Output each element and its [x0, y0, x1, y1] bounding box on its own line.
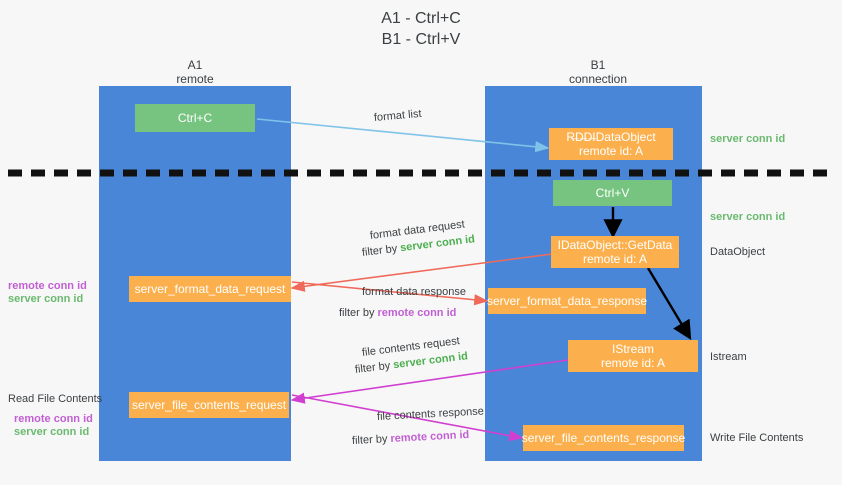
box-ctrl-c[interactable]: Ctrl+C: [135, 104, 255, 132]
right-label-write-file-contents: Write File Contents: [710, 432, 804, 444]
box-idataobject-top-line1: R̶D̶D̶IDataObject: [566, 130, 656, 144]
annotation-filter-file-contents-response: filter by remote conn id: [352, 428, 470, 448]
box-idataobject-getdata[interactable]: IDataObject::GetData remote id: A: [551, 236, 679, 268]
annotation-file-contents-response: file contents response: [376, 405, 485, 423]
right-label-server-conn-id-mid: server conn id: [710, 211, 786, 223]
lane-header-a1-sub: remote: [176, 72, 214, 86]
title-line-2: B1 - Ctrl+V: [381, 31, 461, 48]
left-label-server-conn-id-2: server conn id: [14, 426, 90, 438]
remote-conn-id-2: remote conn id: [390, 428, 470, 445]
filter-prefix-3: filter by: [354, 359, 394, 376]
box-istream[interactable]: IStream remote id: A: [568, 340, 698, 372]
title-line-1: A1 - Ctrl+C: [381, 10, 461, 27]
box-server-format-data-response[interactable]: server_format_data_response: [487, 288, 647, 314]
filter-prefix-2: filter by: [339, 307, 378, 319]
lane-header-a1-name: A1: [187, 58, 203, 72]
right-label-dataobject: DataObject: [710, 246, 766, 258]
remote-conn-id-1: remote conn id: [377, 307, 457, 319]
box-getdata-line1: IDataObject::GetData: [557, 238, 673, 252]
left-label-remote-conn-id-1: remote conn id: [8, 280, 87, 292]
box-idataobject-top-line2: remote id: A: [578, 144, 644, 158]
left-label-remote-conn-id-2: remote conn id: [14, 413, 93, 425]
box-server-format-data-request[interactable]: server_format_data_request: [129, 276, 291, 302]
right-label-server-conn-id-top: server conn id: [710, 133, 786, 145]
lane-header-b1-name: B1: [590, 58, 606, 72]
annotation-filter-format-data-response: filter by remote conn id: [339, 306, 456, 320]
filter-prefix-1: filter by: [361, 242, 401, 259]
box-idataobject-top[interactable]: R̶D̶D̶IDataObject remote id: A: [549, 128, 673, 160]
page-title: A1 - Ctrl+C B1 - Ctrl+V: [0, 8, 842, 50]
box-istream-line2: remote id: A: [600, 356, 666, 370]
annotation-format-data-response: format data response: [362, 286, 466, 298]
lane-header-a1: A1 remote: [95, 58, 295, 86]
annotation-format-list: format list: [373, 107, 423, 124]
lane-header-b1: B1 connection: [498, 58, 698, 86]
box-server-file-contents-request[interactable]: server_file_contents_request: [129, 392, 289, 418]
left-label-read-file-contents: Read File Contents: [8, 393, 103, 405]
box-istream-line1: IStream: [611, 342, 654, 356]
lane-header-b1-sub: connection: [568, 72, 628, 86]
box-ctrl-v[interactable]: Ctrl+V: [553, 180, 672, 206]
box-getdata-line2: remote id: A: [582, 252, 648, 266]
filter-prefix-4: filter by: [351, 432, 391, 447]
right-label-istream: Istream: [710, 351, 747, 363]
left-label-server-conn-id-1: server conn id: [8, 293, 84, 305]
box-server-file-contents-response[interactable]: server_file_contents_response: [522, 425, 685, 451]
